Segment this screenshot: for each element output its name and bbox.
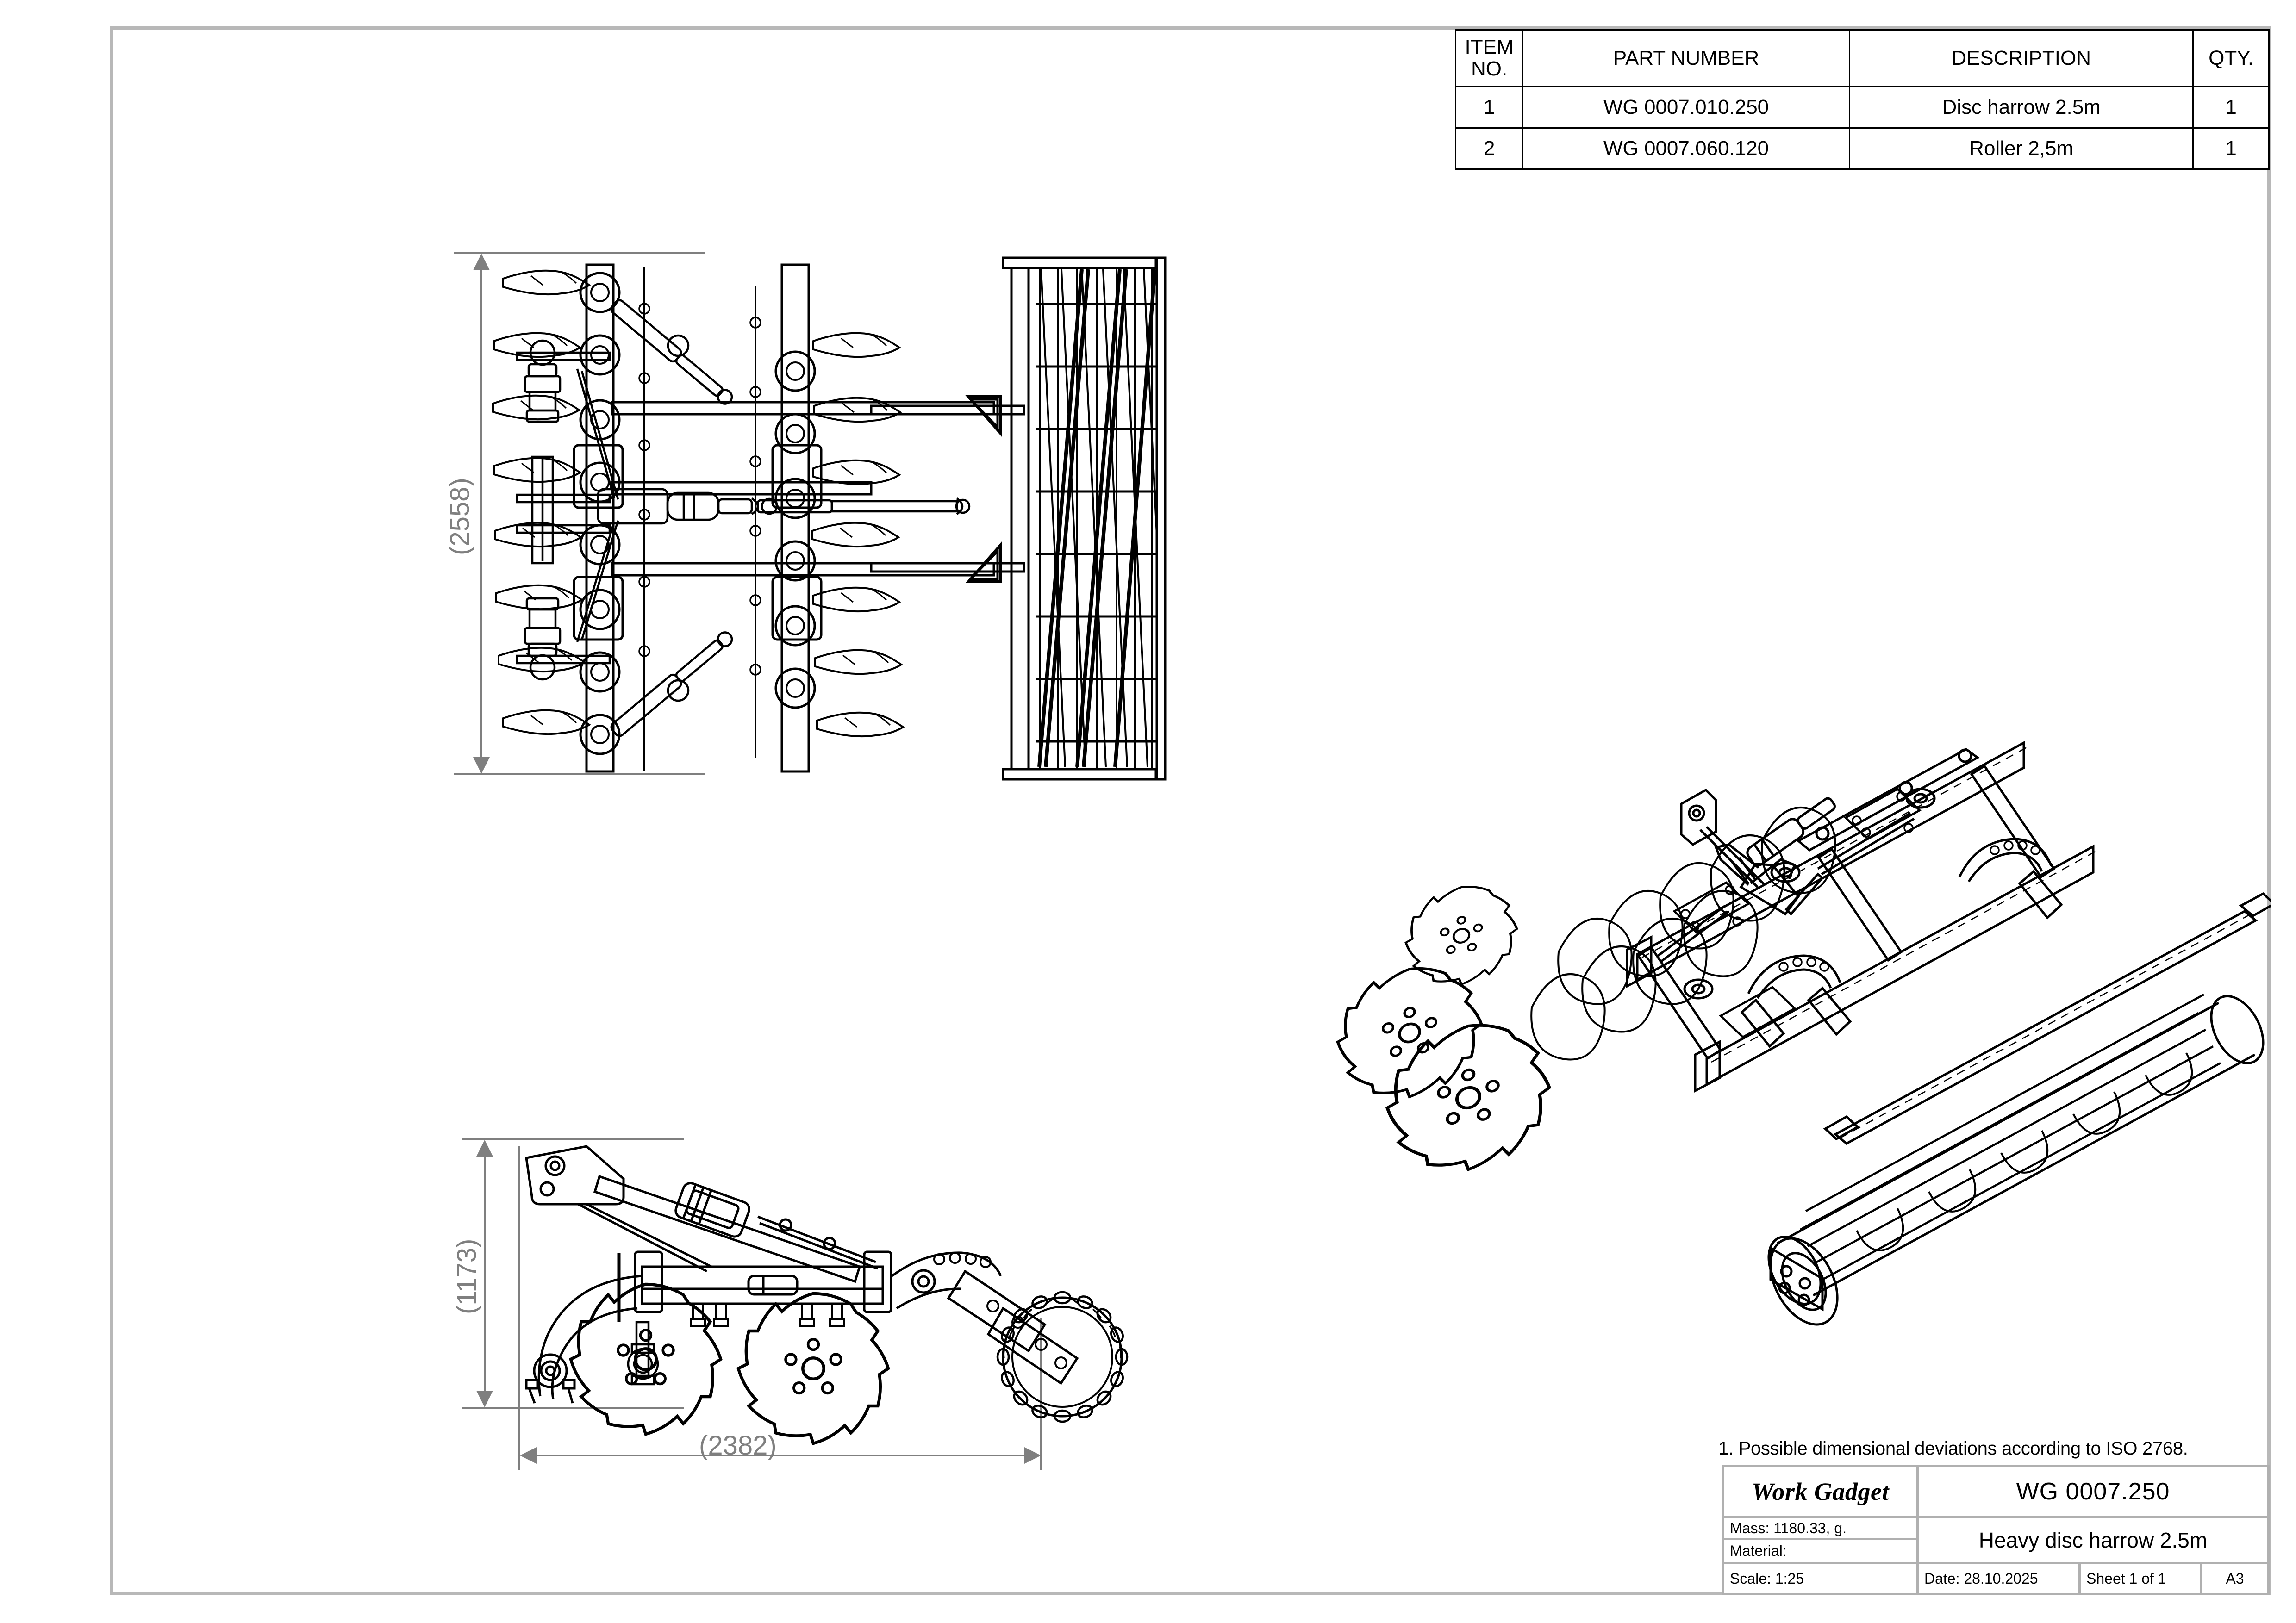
company-logo-text: Work Gadget [1724,1467,1919,1519]
isometric-view [1338,740,2271,1326]
iso-roller-brackets [1740,838,2063,1048]
drawing-canvas [454,252,2271,1470]
title-block: Work Gadget WG 0007.250 Mass: 1180.33, g… [1722,1465,2270,1595]
sheet-border [110,26,2271,1595]
part-title: Heavy disc harrow 2.5m [1919,1518,2267,1565]
bom-cell-description: Disc harrow 2.5m [1848,86,2194,129]
angle-cylinders-plan [610,299,733,737]
title-block-row-identity: Work Gadget WG 0007.250 [1724,1467,2267,1519]
frame-side [617,1250,892,1327]
iso-hitch [1657,748,1980,963]
bom-header-description: DESCRIPTION [1848,29,2194,87]
mass-material-stack: Mass: 1180.33, g. Material: [1724,1518,1919,1565]
bill-of-materials-table: ITEM NO. PART NUMBER DESCRIPTION QTY. 1 … [1454,29,2270,170]
dimension-label-2382: (2382) [699,1430,777,1461]
disc-gang-rear [749,263,904,773]
bom-cell-qty: 1 [2192,127,2270,170]
title-block-row-meta: Scale: 1:25 Date: 28.10.2025 Sheet 1 of … [1724,1564,2267,1593]
sheet-value: Sheet 1 of 1 [2081,1564,2202,1593]
bom-cell-part-number: WG 0007.060.120 [1522,127,1850,170]
sheet-format: A3 [2226,1570,2244,1587]
top-view [454,252,1167,781]
bom-header-item-no: ITEM NO. [1454,29,1524,87]
hitch-plan [516,339,619,681]
scale-value: Scale: 1:25 [1724,1564,1919,1593]
mass-value: Mass: 1180.33, g. [1724,1518,1916,1541]
spiral-cage-roller-plan [1002,256,1167,781]
table-row[interactable]: 1 WG 0007.010.250 Disc harrow 2.5m 1 [1454,86,2270,129]
title-block-row-properties: Mass: 1180.33, g. Material: Heavy disc h… [1724,1518,2267,1565]
bom-cell-item: 1 [1454,86,1524,129]
main-frame [611,395,1025,583]
bom-header-item-line2: NO. [1471,57,1508,80]
bom-header-part-number: PART NUMBER [1522,29,1850,87]
deflector-shields [525,1251,1002,1404]
drawing-number: WG 0007.250 [1919,1467,2267,1519]
bom-header-row: ITEM NO. PART NUMBER DESCRIPTION QTY. [1454,29,2270,87]
iso-frame-rails [1626,740,2098,1093]
dimension-2382 [518,1146,1042,1470]
side-view [462,1138,1129,1470]
drawbar-side [577,1175,878,1283]
dimension-label-2558: (2558) [445,478,475,555]
bom-cell-item: 2 [1454,127,1524,170]
material-value: Material: [1730,1542,1787,1560]
hitch-side [525,1145,625,1206]
iso-disc-blades [1338,880,1549,1180]
dimension-1173 [462,1138,684,1409]
bom-cell-qty: 1 [2192,86,2270,129]
bom-header-item-line1: ITEM [1465,36,1514,59]
dimension-label-1173: (1173) [452,1238,482,1314]
hydraulic-cylinder-plan [597,488,971,525]
table-row[interactable]: 2 WG 0007.060.120 Roller 2,5m 1 [1454,127,2270,170]
iso-spiral-roller [1767,892,2271,1326]
iso-rear-disc-row [1530,807,1836,1061]
bom-header-qty: QTY. [2192,29,2270,87]
disc-blades-side [571,1284,888,1443]
disc-gang-front [492,263,650,773]
bom-cell-description: Roller 2,5m [1848,127,2194,170]
bom-cell-part-number: WG 0007.010.250 [1522,86,1850,129]
drawing-note-1: 1. Possible dimensional deviations accor… [1718,1438,2188,1459]
roller-arm-side [947,1269,1079,1385]
ring-roller-side [996,1291,1129,1423]
date-value: Date: 28.10.2025 [1919,1564,2081,1593]
dimension-2558 [454,252,705,775]
